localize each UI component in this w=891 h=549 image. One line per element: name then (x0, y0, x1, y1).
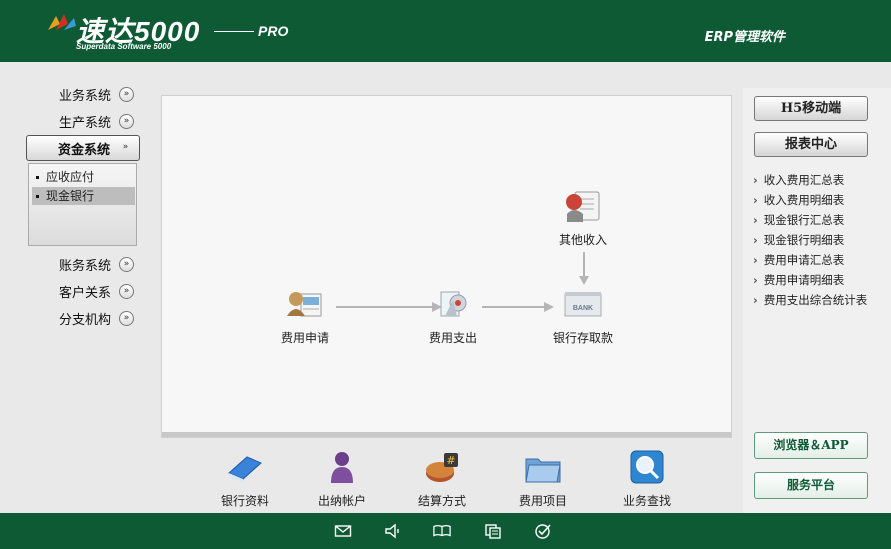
tool-settlement-method[interactable]: # 结算方式 (392, 449, 492, 509)
nav-item-business[interactable]: 业务系统 » (26, 82, 140, 106)
settlement-icon: # (426, 453, 458, 482)
flow-node-bank-deposit[interactable]: BANK 银行存取款 (538, 286, 628, 346)
chevron-down-icon: » (119, 283, 134, 299)
chevron-down-icon: » (119, 256, 134, 272)
logo-pro: PRO (258, 23, 289, 39)
tool-business-search[interactable]: 业务查找 (597, 449, 697, 509)
flow-arrows (336, 252, 589, 312)
flow-node-expense-apply[interactable]: 费用申请 (260, 286, 350, 346)
report-link[interactable]: 现金银行汇总表 (753, 212, 845, 228)
search-icon (630, 450, 664, 484)
nav-item-label: 分支机构 (58, 312, 111, 328)
user-icon (331, 452, 353, 483)
sub-item-receivables[interactable]: 应收应付 (32, 168, 135, 186)
report-link[interactable]: 现金银行明细表 (753, 232, 845, 248)
nav-item-label: 生产系统 (58, 115, 111, 131)
report-link[interactable]: 费用申请明细表 (753, 272, 845, 288)
nav-item-accounting[interactable]: 账务系统 » (26, 252, 140, 276)
tool-label: 费用项目 (518, 494, 567, 508)
logo-title: 速达5000 (76, 16, 201, 47)
funds-subpanel: 应收应付 现金银行 (28, 163, 137, 246)
flow-node-label: 其他收入 (558, 233, 607, 247)
arrow-head-2 (544, 302, 554, 312)
flow-panel: 其他收入 费用申请 费用支出 BANK 银行存取款 (161, 95, 732, 438)
window-icon[interactable] (484, 522, 502, 540)
nav-item-label: 业务系统 (58, 88, 111, 104)
tool-label: 业务查找 (622, 494, 671, 508)
open-book-icon[interactable] (433, 522, 451, 540)
browser-app-button[interactable]: 浏览器＆APP (754, 432, 868, 459)
tool-label: 银行资料 (220, 494, 269, 508)
chevron-down-icon: » (119, 113, 134, 129)
nav-item-crm[interactable]: 客户关系 » (26, 279, 140, 303)
folder-icon (525, 458, 561, 483)
nav-item-production[interactable]: 生产系统 » (26, 109, 140, 133)
check-circle-icon[interactable] (534, 522, 552, 540)
nav-item-branches[interactable]: 分支机构 » (26, 306, 140, 330)
nav-item-funds[interactable]: 资金系统 » (26, 135, 140, 161)
book-icon (228, 456, 262, 482)
tool-bank-info[interactable]: 银行资料 (195, 449, 295, 509)
arrow-head-3 (579, 276, 589, 285)
tool-cashier-account[interactable]: 出纳帐户 (292, 449, 392, 509)
flow-node-other-income[interactable]: 其他收入 (538, 188, 628, 248)
flow-node-label: 费用支出 (428, 331, 477, 345)
nav-item-label: 客户关系 (58, 285, 111, 301)
flow-node-label: 费用申请 (280, 331, 329, 345)
header-bar: 速达5000 Superdata Software 5000 PRO ERP管理… (0, 0, 891, 62)
bank-icon: BANK (564, 292, 602, 317)
panel-divider (162, 432, 731, 437)
right-panel: H5移动端 报表中心 收入费用汇总表 收入费用明细表 现金银行汇总表 现金银行明… (743, 88, 891, 513)
service-platform-button[interactable]: 服务平台 (754, 472, 868, 499)
report-link[interactable]: 费用申请汇总表 (753, 252, 845, 268)
svg-text:#: # (446, 454, 455, 467)
tool-label: 结算方式 (417, 494, 466, 508)
chevron-down-icon: » (119, 86, 134, 102)
footer-bar (0, 513, 891, 549)
logo-divider (214, 31, 254, 32)
income-document-icon (566, 191, 600, 222)
app-title: ERP管理软件 (704, 30, 785, 45)
mail-icon[interactable] (334, 522, 352, 540)
report-center-button[interactable]: 报表中心 (754, 132, 868, 157)
sub-item-cash-bank[interactable]: 现金银行 (32, 187, 135, 205)
chevron-down-icon: » (119, 310, 134, 326)
report-link[interactable]: 收入费用汇总表 (753, 172, 845, 188)
arrow-head-1 (432, 302, 442, 312)
expense-application-icon (287, 292, 322, 317)
speaker-icon[interactable] (384, 522, 402, 540)
nav-item-label: 资金系统 (57, 142, 110, 158)
expense-payment-icon (440, 291, 467, 317)
tool-expense-items[interactable]: 费用项目 (493, 449, 593, 509)
bank-text: BANK (573, 305, 593, 312)
tool-label: 出纳帐户 (317, 494, 366, 508)
report-link[interactable]: 费用支出综合统计表 (753, 292, 868, 308)
nav-item-label: 账务系统 (58, 258, 111, 274)
mobile-h5-button[interactable]: H5移动端 (754, 96, 868, 121)
logo-subtitle: Superdata Software 5000 (76, 42, 172, 51)
logo-mark-icon (48, 14, 76, 30)
flow-node-label: 银行存取款 (552, 331, 613, 345)
flow-node-expense-pay[interactable]: 费用支出 (408, 286, 498, 346)
chevron-down-icon: » (122, 141, 129, 152)
report-link[interactable]: 收入费用明细表 (753, 192, 845, 208)
